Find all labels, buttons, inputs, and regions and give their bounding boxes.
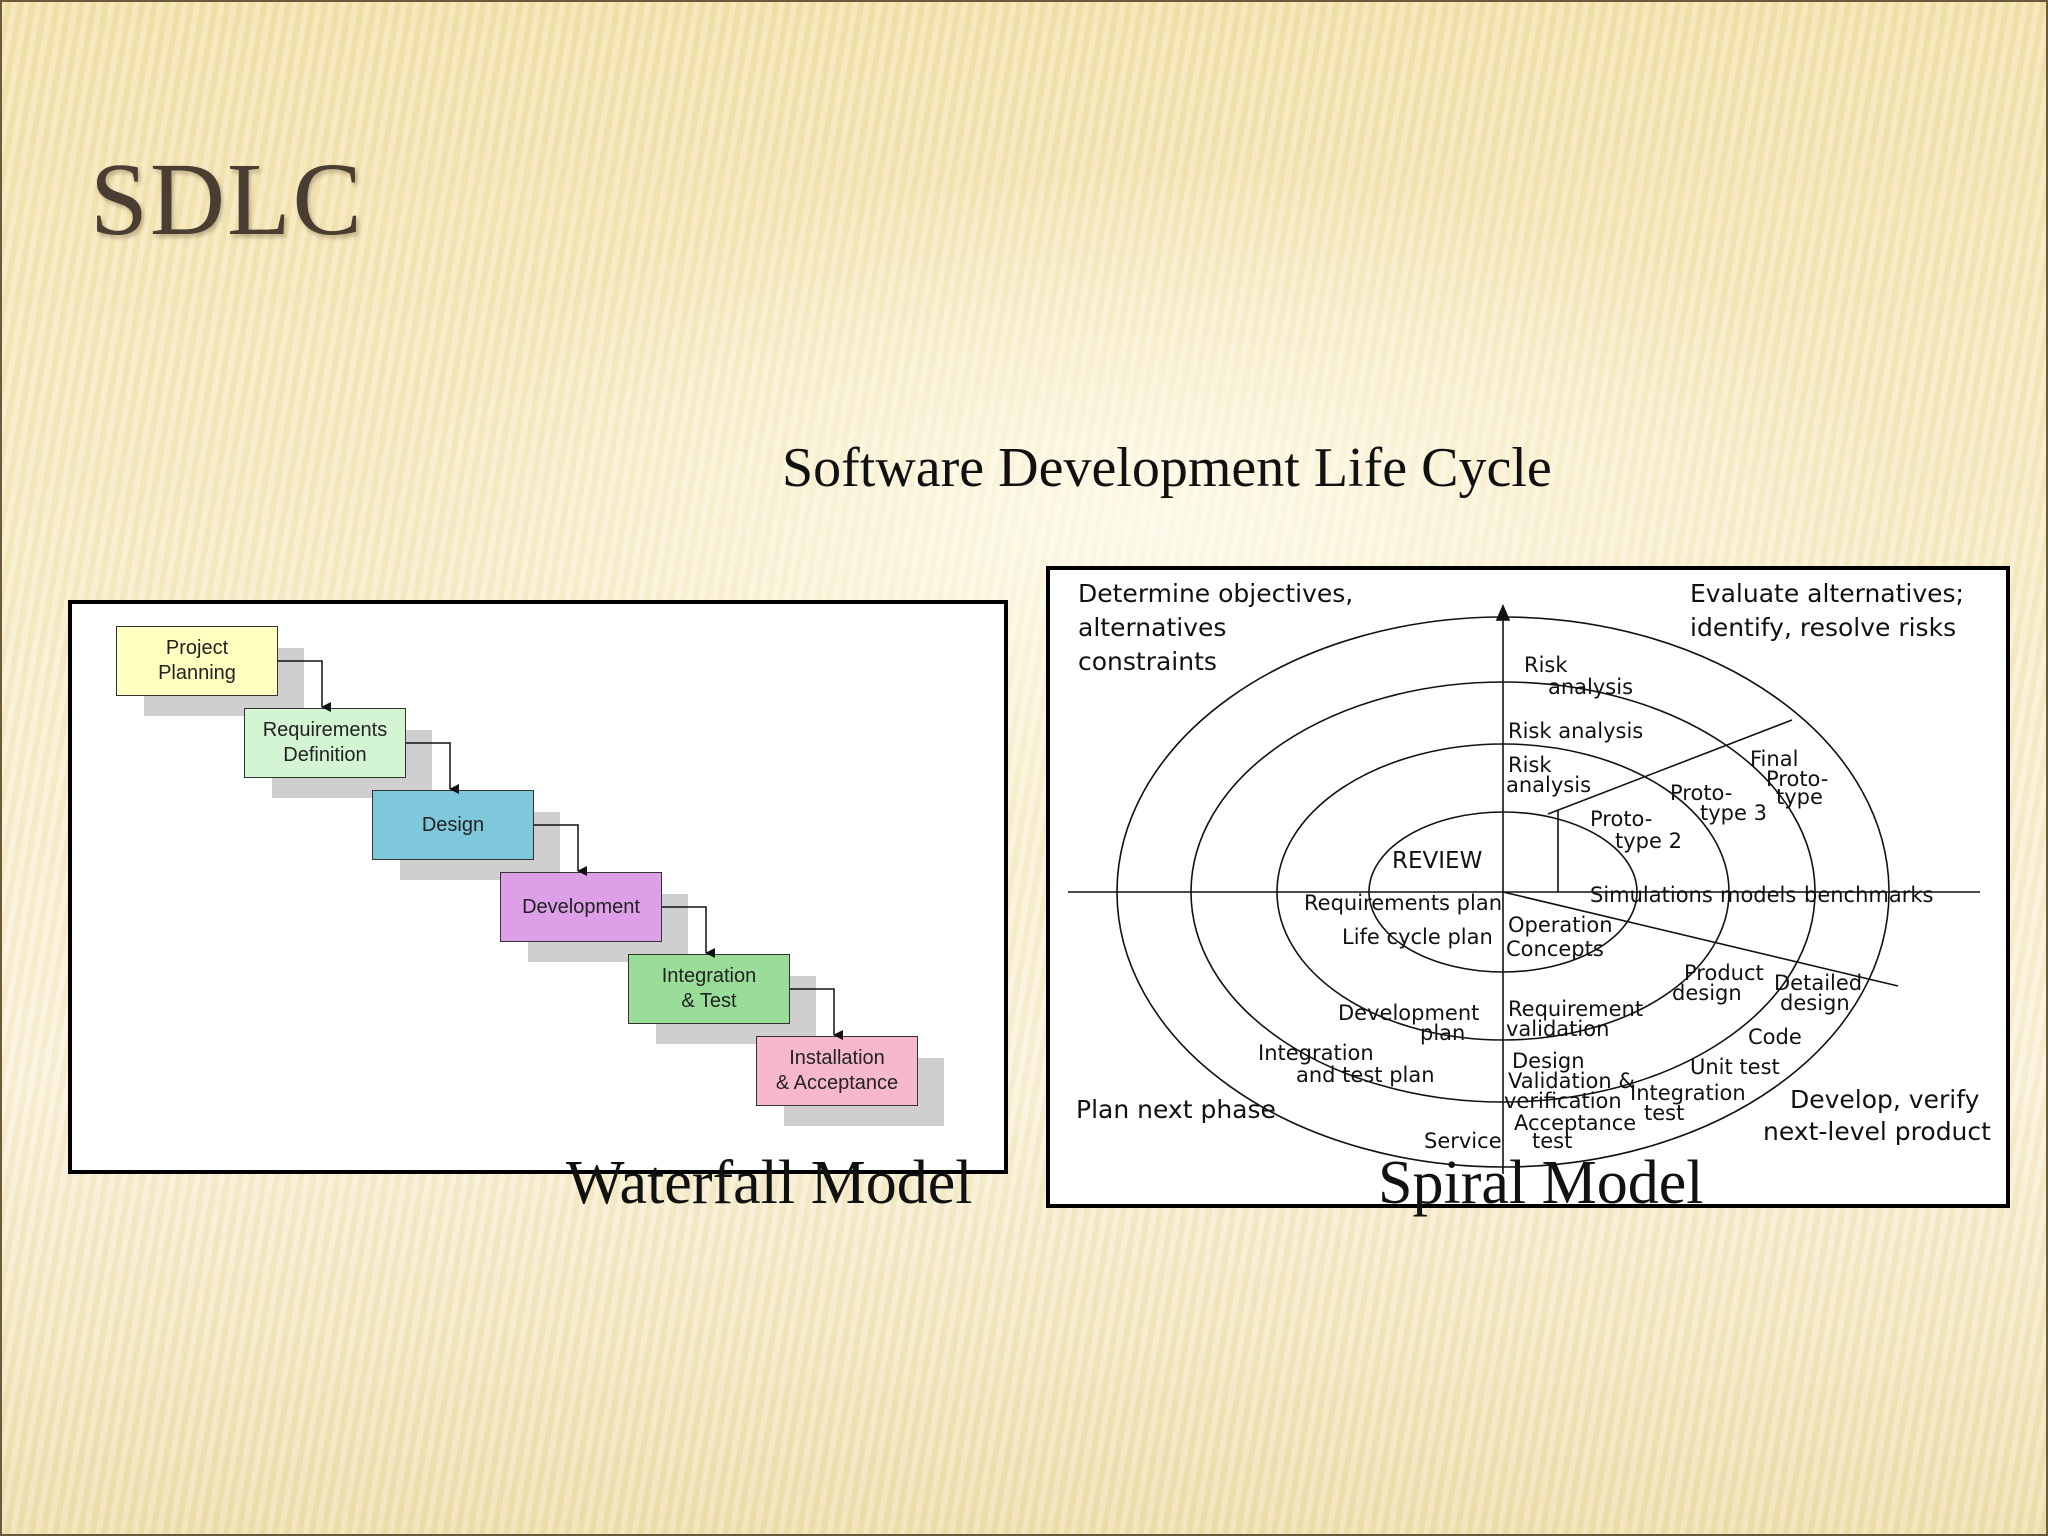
- label-prototype-2-2: type 2: [1615, 829, 1682, 853]
- label-design-validation-2: Validation &: [1508, 1069, 1635, 1093]
- spiral-diagram: Determine objectives, alternatives const…: [1046, 566, 2010, 1208]
- label-benchmarks: benchmarks: [1804, 883, 1933, 907]
- label-design-validation-1: Design: [1512, 1049, 1585, 1073]
- spiral-loop-2: [1276, 743, 1730, 1041]
- slide-subtitle: Software Development Life Cycle: [782, 437, 1552, 499]
- label-risk-outer-1: Risk: [1524, 653, 1568, 677]
- label-risk-3-1: Risk: [1508, 753, 1552, 777]
- label-final-prototype-2: Proto-: [1766, 767, 1828, 791]
- label-operation-concepts-1: Operation: [1508, 913, 1613, 937]
- label-prototype-3-2: type 3: [1700, 801, 1767, 825]
- label-code: Code: [1748, 1025, 1802, 1049]
- slide-title: SDLC: [90, 142, 364, 257]
- arrow-development-to-integration: [662, 906, 715, 958]
- label-unit-test: Unit test: [1690, 1055, 1780, 1079]
- prototype-divider: [1547, 719, 1793, 815]
- label-risk-outer-2: analysis: [1548, 675, 1633, 699]
- label-requirements-plan: Requirements plan: [1304, 891, 1502, 915]
- label-product-design-2: design: [1672, 981, 1742, 1005]
- label-review: REVIEW: [1392, 848, 1482, 874]
- label-requirement-validation-2: validation: [1506, 1017, 1609, 1041]
- label-detailed-design-1: Detailed: [1774, 971, 1862, 995]
- spiral-loop-3: [1190, 681, 1816, 1103]
- label-integration-test-plan-1: Integration: [1258, 1041, 1374, 1065]
- label-integration-test-1: Integration: [1630, 1081, 1746, 1105]
- quadrant-bottom-right-line1: Develop, verify: [1790, 1085, 1980, 1114]
- label-final-prototype-1: Final: [1750, 747, 1798, 771]
- label-requirement-validation-1: Requirement: [1508, 997, 1643, 1021]
- waterfall-diagram: Project Planning Requirements Definition…: [68, 600, 1008, 1174]
- label-service: Service: [1424, 1129, 1502, 1153]
- label-prototype-3-1: Proto-: [1670, 781, 1732, 805]
- label-prototype-2-1: Proto-: [1590, 807, 1652, 831]
- arrow-planning-to-requirements: [278, 660, 331, 712]
- spiral-loop-1: [1368, 811, 1638, 973]
- quadrant-bottom-left: Plan next phase: [1076, 1095, 1276, 1124]
- label-integration-test-plan-2: and test plan: [1296, 1063, 1435, 1087]
- label-detailed-design-2: design: [1780, 991, 1850, 1015]
- label-development-plan-1: Development: [1338, 1001, 1479, 1025]
- label-life-cycle-plan: Life cycle plan: [1342, 925, 1493, 949]
- label-risk-3-2: analysis: [1506, 773, 1591, 797]
- quadrant-top-right-line1: Evaluate alternatives;: [1690, 579, 1964, 608]
- spiral-caption: Spiral Model: [1378, 1149, 1704, 1217]
- waterfall-caption: Waterfall Model: [566, 1149, 973, 1217]
- spiral-loop-4: [1116, 616, 1890, 1168]
- quadrant-top-left-line2: alternatives: [1078, 613, 1226, 642]
- spiral-svg: Determine objectives, alternatives const…: [1068, 579, 1991, 1174]
- spiral-axis-arrowhead: [1495, 603, 1511, 621]
- label-acceptance-test-1: Acceptance: [1514, 1111, 1636, 1135]
- label-risk-analysis-2: Risk analysis: [1508, 719, 1643, 743]
- label-product-design-1: Product: [1684, 961, 1764, 985]
- arrow-requirements-to-design: [406, 742, 459, 794]
- label-final-prototype-3: type: [1776, 785, 1823, 809]
- quadrant-top-right-line2: identify, resolve risks: [1690, 613, 1956, 642]
- label-integration-test-2: test: [1644, 1101, 1684, 1125]
- label-acceptance-test-2: test: [1532, 1129, 1572, 1153]
- quadrant-bottom-right-line2: next-level product: [1763, 1117, 1991, 1146]
- label-design-validation-3: verification: [1504, 1089, 1622, 1113]
- label-development-plan-2: plan: [1420, 1021, 1465, 1045]
- quadrant-top-left-line3: constraints: [1078, 647, 1217, 676]
- spiral-diagonal: [1502, 891, 1899, 987]
- label-operation-concepts-2: Concepts: [1506, 937, 1604, 961]
- waterfall-arrows: [278, 660, 843, 1040]
- arrow-integration-to-installation: [790, 988, 843, 1040]
- label-simulations: Simulations: [1590, 883, 1713, 907]
- quadrant-top-left-line1: Determine objectives,: [1078, 579, 1353, 608]
- label-models: models: [1720, 883, 1796, 907]
- arrow-design-to-development: [534, 824, 587, 876]
